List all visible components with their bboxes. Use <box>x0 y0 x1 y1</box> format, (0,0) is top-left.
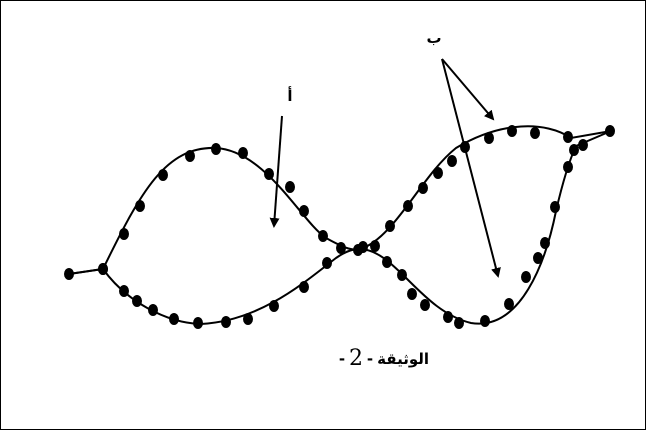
nucleotide-dot <box>132 295 142 307</box>
caption-number: 2 <box>349 346 363 371</box>
nucleotide-dot <box>158 169 168 181</box>
nucleotide-dot <box>169 313 179 325</box>
nucleotide-dot <box>358 241 368 253</box>
nucleotide-dot <box>563 161 573 173</box>
nucleotide-dot <box>64 268 74 280</box>
arrow-a <box>269 115 283 228</box>
arrow-b-upper <box>441 58 495 121</box>
nucleotide-dot <box>507 125 517 137</box>
nucleotide-dot <box>530 127 540 139</box>
strand-lower-curve <box>68 130 612 326</box>
nucleotide-dot <box>119 285 129 297</box>
nucleotide-dot <box>135 200 145 212</box>
nucleotide-dot <box>385 220 395 232</box>
nucleotide-dot <box>318 230 328 242</box>
nucleotide-dot <box>504 298 514 310</box>
nucleotide-dot <box>420 299 430 311</box>
nucleotide-dot <box>185 150 195 162</box>
nucleotide-dot <box>322 257 332 269</box>
nucleotide-dot <box>382 256 392 268</box>
nucleotide-dot <box>299 205 309 217</box>
arrow-b-lower <box>441 58 501 278</box>
nucleotide-dot <box>447 155 457 167</box>
nucleotide-dot <box>370 240 380 252</box>
nucleotide-dot <box>433 167 443 179</box>
nucleotide-dot <box>480 315 490 327</box>
nucleotide-dot <box>119 228 129 240</box>
caption-right-dash: - <box>367 350 373 368</box>
nucleotide-dot <box>285 181 295 193</box>
caption-document-2: الوثيقة <box>377 350 429 368</box>
nucleotide-dot <box>221 316 231 328</box>
label-a: أ <box>287 86 292 105</box>
nucleotide-dots <box>64 125 615 329</box>
caption-word: الوثيقة <box>377 350 429 368</box>
nucleotide-dot <box>484 132 494 144</box>
nucleotide-dot <box>269 300 279 312</box>
label-b: ب <box>426 29 441 47</box>
nucleotide-dot <box>605 125 615 137</box>
nucleotide-dot <box>563 131 573 143</box>
nucleotide-dot <box>407 288 417 300</box>
nucleotide-dot <box>299 281 309 293</box>
nucleotide-dot <box>403 200 413 212</box>
nucleotide-dot <box>533 252 543 264</box>
nucleotide-dot <box>264 168 274 180</box>
nucleotide-dot <box>238 147 248 159</box>
nucleotide-dot <box>148 304 158 316</box>
nucleotide-dot <box>418 182 428 194</box>
nucleotide-dot <box>521 271 531 283</box>
nucleotide-dot <box>243 313 253 325</box>
nucleotide-dot <box>193 317 203 329</box>
nucleotide-dot <box>98 263 108 275</box>
nucleotide-dot <box>454 317 464 329</box>
nucleotide-dot <box>443 311 453 323</box>
nucleotide-dot <box>540 237 550 249</box>
nucleotide-dot <box>569 144 579 156</box>
nucleotide-dot <box>336 242 346 254</box>
nucleotide-dot <box>578 139 588 151</box>
nucleotide-dot <box>397 269 407 281</box>
caption-left-dash: - <box>339 350 345 368</box>
nucleotide-dot <box>211 143 221 155</box>
nucleotide-dot <box>550 201 560 213</box>
